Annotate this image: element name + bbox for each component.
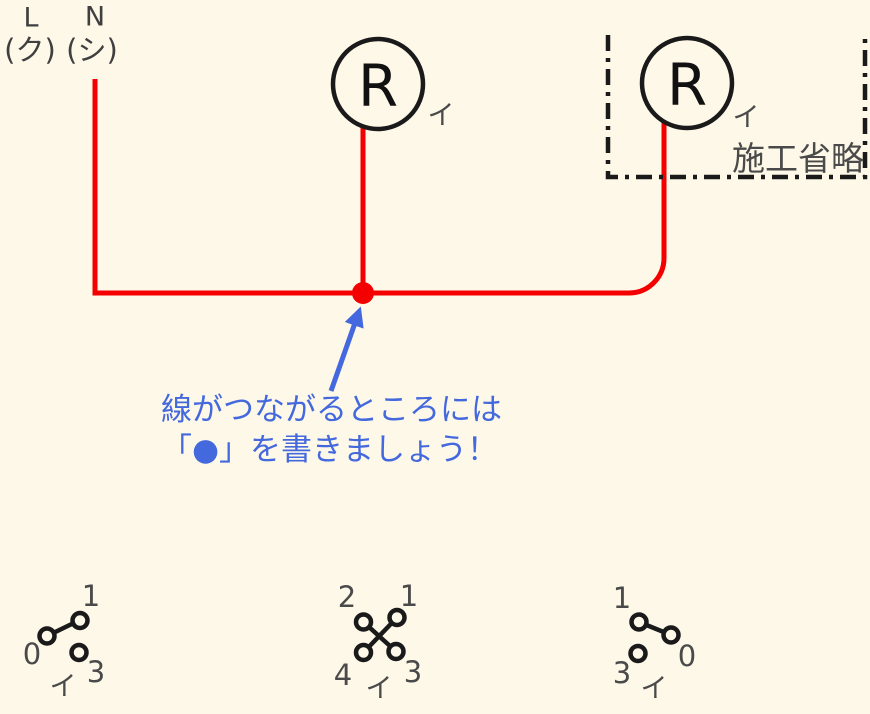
terminal-circle — [353, 612, 374, 632]
switch-middle-terminal-bottom-right-label: 3 — [403, 655, 423, 689]
terminal-circle — [69, 642, 89, 663]
four-way-switch-middle — [353, 607, 407, 663]
switch-middle-terminal-top-right-label: 1 — [399, 579, 419, 613]
lamp-left-symbol: R — [357, 52, 399, 120]
neutral-n-label: N — [84, 1, 106, 33]
switch-right-terminal-bottom-label: 3 — [612, 656, 632, 690]
line-l-sub-label: (ク) — [4, 33, 56, 67]
line-l-label: L — [23, 2, 39, 34]
lamp-right-tag: イ — [732, 102, 760, 134]
switch-left-terminal-bottom-label: 3 — [86, 655, 106, 689]
three-way-switch-left — [37, 610, 90, 663]
lamp-right-symbol: R — [666, 51, 708, 119]
switch-right-terminal-common-label: 0 — [677, 639, 697, 673]
annotation-line2: 「●」を書きましょう！ — [161, 432, 499, 468]
switch-middle-terminal-top-left-label: 2 — [337, 580, 357, 614]
terminal-circle — [70, 610, 90, 631]
switch-middle-terminal-bottom-left-label: 4 — [333, 658, 353, 692]
three-way-switch-right — [628, 612, 681, 664]
switch-right-tag: イ — [640, 673, 668, 705]
terminal-circle — [353, 642, 374, 663]
switch-middle-tag: イ — [365, 673, 393, 705]
annotation-note: 線がつながるところには 「●」を書きましょう！ — [161, 390, 502, 470]
lamp-left-tag: イ — [427, 100, 455, 132]
neutral-n-sub-label: (シ) — [66, 33, 118, 67]
power-wire-path — [92, 79, 667, 296]
terminal-circle — [628, 643, 648, 664]
terminal-circle — [387, 607, 407, 628]
annotation-arrow — [328, 306, 364, 392]
omission-box-border — [605, 35, 868, 180]
lamp-left-circle — [330, 36, 426, 132]
lamp-right-circle — [639, 35, 735, 131]
switch-right-terminal-top-label: 1 — [612, 581, 632, 615]
switch-left-terminal-top-label: 1 — [81, 579, 101, 613]
terminal-circle — [37, 626, 57, 646]
omission-box-label: 施工省略 — [732, 139, 864, 178]
annotation-line1: 線がつながるところには — [161, 392, 502, 428]
terminal-circle — [629, 612, 649, 632]
switch-left-tag: イ — [49, 671, 77, 703]
terminal-circle — [661, 625, 681, 645]
switch-left-terminal-common-label: 0 — [22, 637, 42, 671]
terminal-circle — [386, 641, 406, 662]
junction-dot — [352, 282, 374, 304]
